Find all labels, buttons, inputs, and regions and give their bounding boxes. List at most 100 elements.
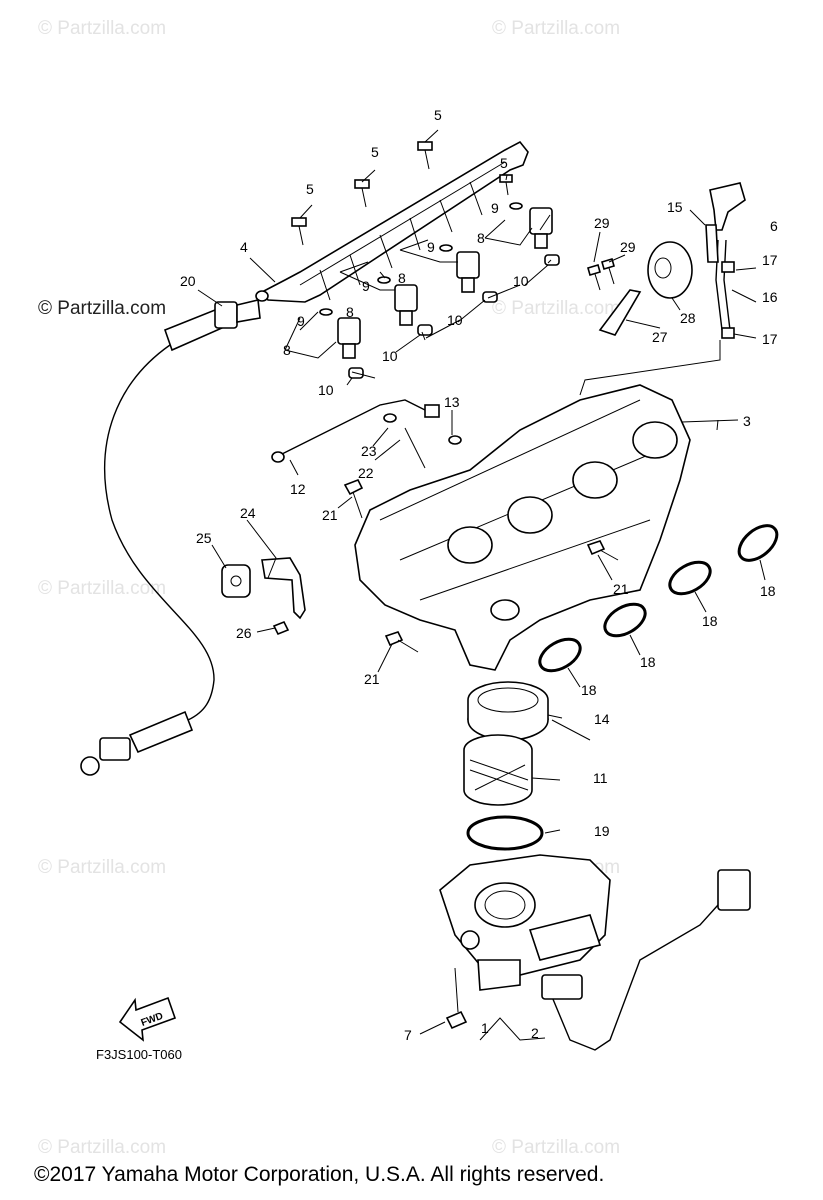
watermark: © Partzilla.com [38, 578, 167, 599]
watermark: © Partzilla.com [492, 18, 621, 39]
callout-9: 9 [362, 278, 370, 294]
callout-11: 11 [593, 770, 608, 786]
connector [541, 974, 583, 1000]
callout-16: 16 [762, 289, 778, 305]
washer [448, 435, 462, 445]
callout-18: 18 [640, 654, 656, 670]
callout-28: 28 [680, 310, 696, 326]
injector [377, 276, 433, 336]
callout-23: 23 [361, 443, 377, 459]
callout-17: 17 [762, 331, 778, 347]
stud [404, 427, 426, 469]
bolt [272, 620, 290, 636]
bolt [354, 179, 370, 208]
o-ring [466, 815, 544, 851]
throttle-body [439, 854, 611, 991]
bolt [291, 217, 307, 246]
callout-20: 20 [180, 273, 196, 289]
sensor-wire [544, 904, 719, 1051]
callout-8: 8 [283, 342, 291, 358]
watermark: © Partzilla.com [38, 857, 167, 878]
callout-18: 18 [702, 613, 718, 629]
callout-14: 14 [594, 711, 610, 727]
bolt [587, 264, 601, 276]
o-ring [603, 602, 647, 638]
callout-22: 22 [358, 465, 374, 481]
callout-10: 10 [513, 273, 529, 289]
injector [439, 244, 498, 303]
callout-24: 24 [240, 505, 256, 521]
watermark: © Partzilla.com [492, 1137, 621, 1158]
damper [221, 564, 251, 598]
callout-2: 2 [531, 1025, 539, 1041]
callout-27: 27 [652, 329, 668, 345]
callout-29: 29 [594, 215, 610, 231]
bolt [445, 1010, 468, 1030]
damper [647, 241, 693, 299]
callout-21: 21 [322, 507, 338, 523]
throttle-sensor [598, 289, 642, 336]
bolt [343, 478, 364, 496]
callout-6: 6 [770, 218, 778, 234]
watermark: © Partzilla.com [38, 18, 167, 39]
callout-29: 29 [620, 239, 636, 255]
diagram-code: F3JS100-T060 [96, 1047, 182, 1062]
watermark-primary: © Partzilla.com [38, 298, 167, 319]
o-ring [668, 560, 712, 596]
fwd-arrow: FWD [118, 996, 177, 1042]
element [463, 734, 533, 806]
wire-harness [80, 299, 261, 776]
callout-13: 13 [444, 394, 460, 410]
callout-8: 8 [477, 230, 485, 246]
callout-8: 8 [346, 304, 354, 320]
callout-7: 7 [404, 1027, 412, 1043]
bolt [384, 631, 404, 647]
intake-manifold [354, 384, 691, 671]
callout-18: 18 [581, 682, 597, 698]
callouts: 1 2 3 4 5 5 5 5 6 7 8 8 8 8 9 9 9 9 10 1… [180, 107, 778, 1043]
callout-26: 26 [236, 625, 252, 641]
callout-10: 10 [382, 348, 398, 364]
connector [717, 869, 751, 911]
callout-9: 9 [297, 313, 305, 329]
callout-18: 18 [760, 583, 776, 599]
bolt [417, 141, 433, 170]
nut [383, 413, 397, 423]
callout-10: 10 [447, 312, 463, 328]
bracket [261, 557, 306, 620]
o-ring [737, 524, 779, 562]
callout-5: 5 [500, 155, 508, 171]
callout-3: 3 [743, 413, 751, 429]
o-ring [538, 637, 582, 673]
joint [467, 681, 549, 741]
bolt [586, 540, 606, 556]
callout-5: 5 [434, 107, 442, 123]
injector [319, 308, 364, 379]
callout-1: 1 [481, 1020, 489, 1036]
callout-25: 25 [196, 530, 212, 546]
watermark: © Partzilla.com [492, 298, 621, 319]
watermark: © Partzilla.com [38, 1137, 167, 1158]
callout-10: 10 [318, 382, 334, 398]
callout-15: 15 [667, 199, 683, 215]
leader-lines [197, 129, 766, 1041]
callout-8: 8 [398, 270, 406, 286]
sensor-lead [279, 399, 426, 456]
callout-9: 9 [427, 239, 435, 255]
callout-21: 21 [613, 581, 629, 597]
callout-12: 12 [290, 481, 306, 497]
pipe [705, 224, 719, 263]
callout-4: 4 [240, 239, 248, 255]
clamp [721, 261, 735, 273]
fuel-rail [255, 140, 529, 303]
injector [509, 202, 560, 266]
pressure-sensor [709, 182, 746, 231]
callout-5: 5 [371, 144, 379, 160]
callout-5: 5 [306, 181, 314, 197]
callout-17: 17 [762, 252, 778, 268]
copyright-notice: ©2017 Yamaha Motor Corporation, U.S.A. A… [34, 1163, 605, 1186]
callout-21: 21 [364, 671, 380, 687]
callout-9: 9 [491, 200, 499, 216]
clamp [721, 327, 735, 339]
